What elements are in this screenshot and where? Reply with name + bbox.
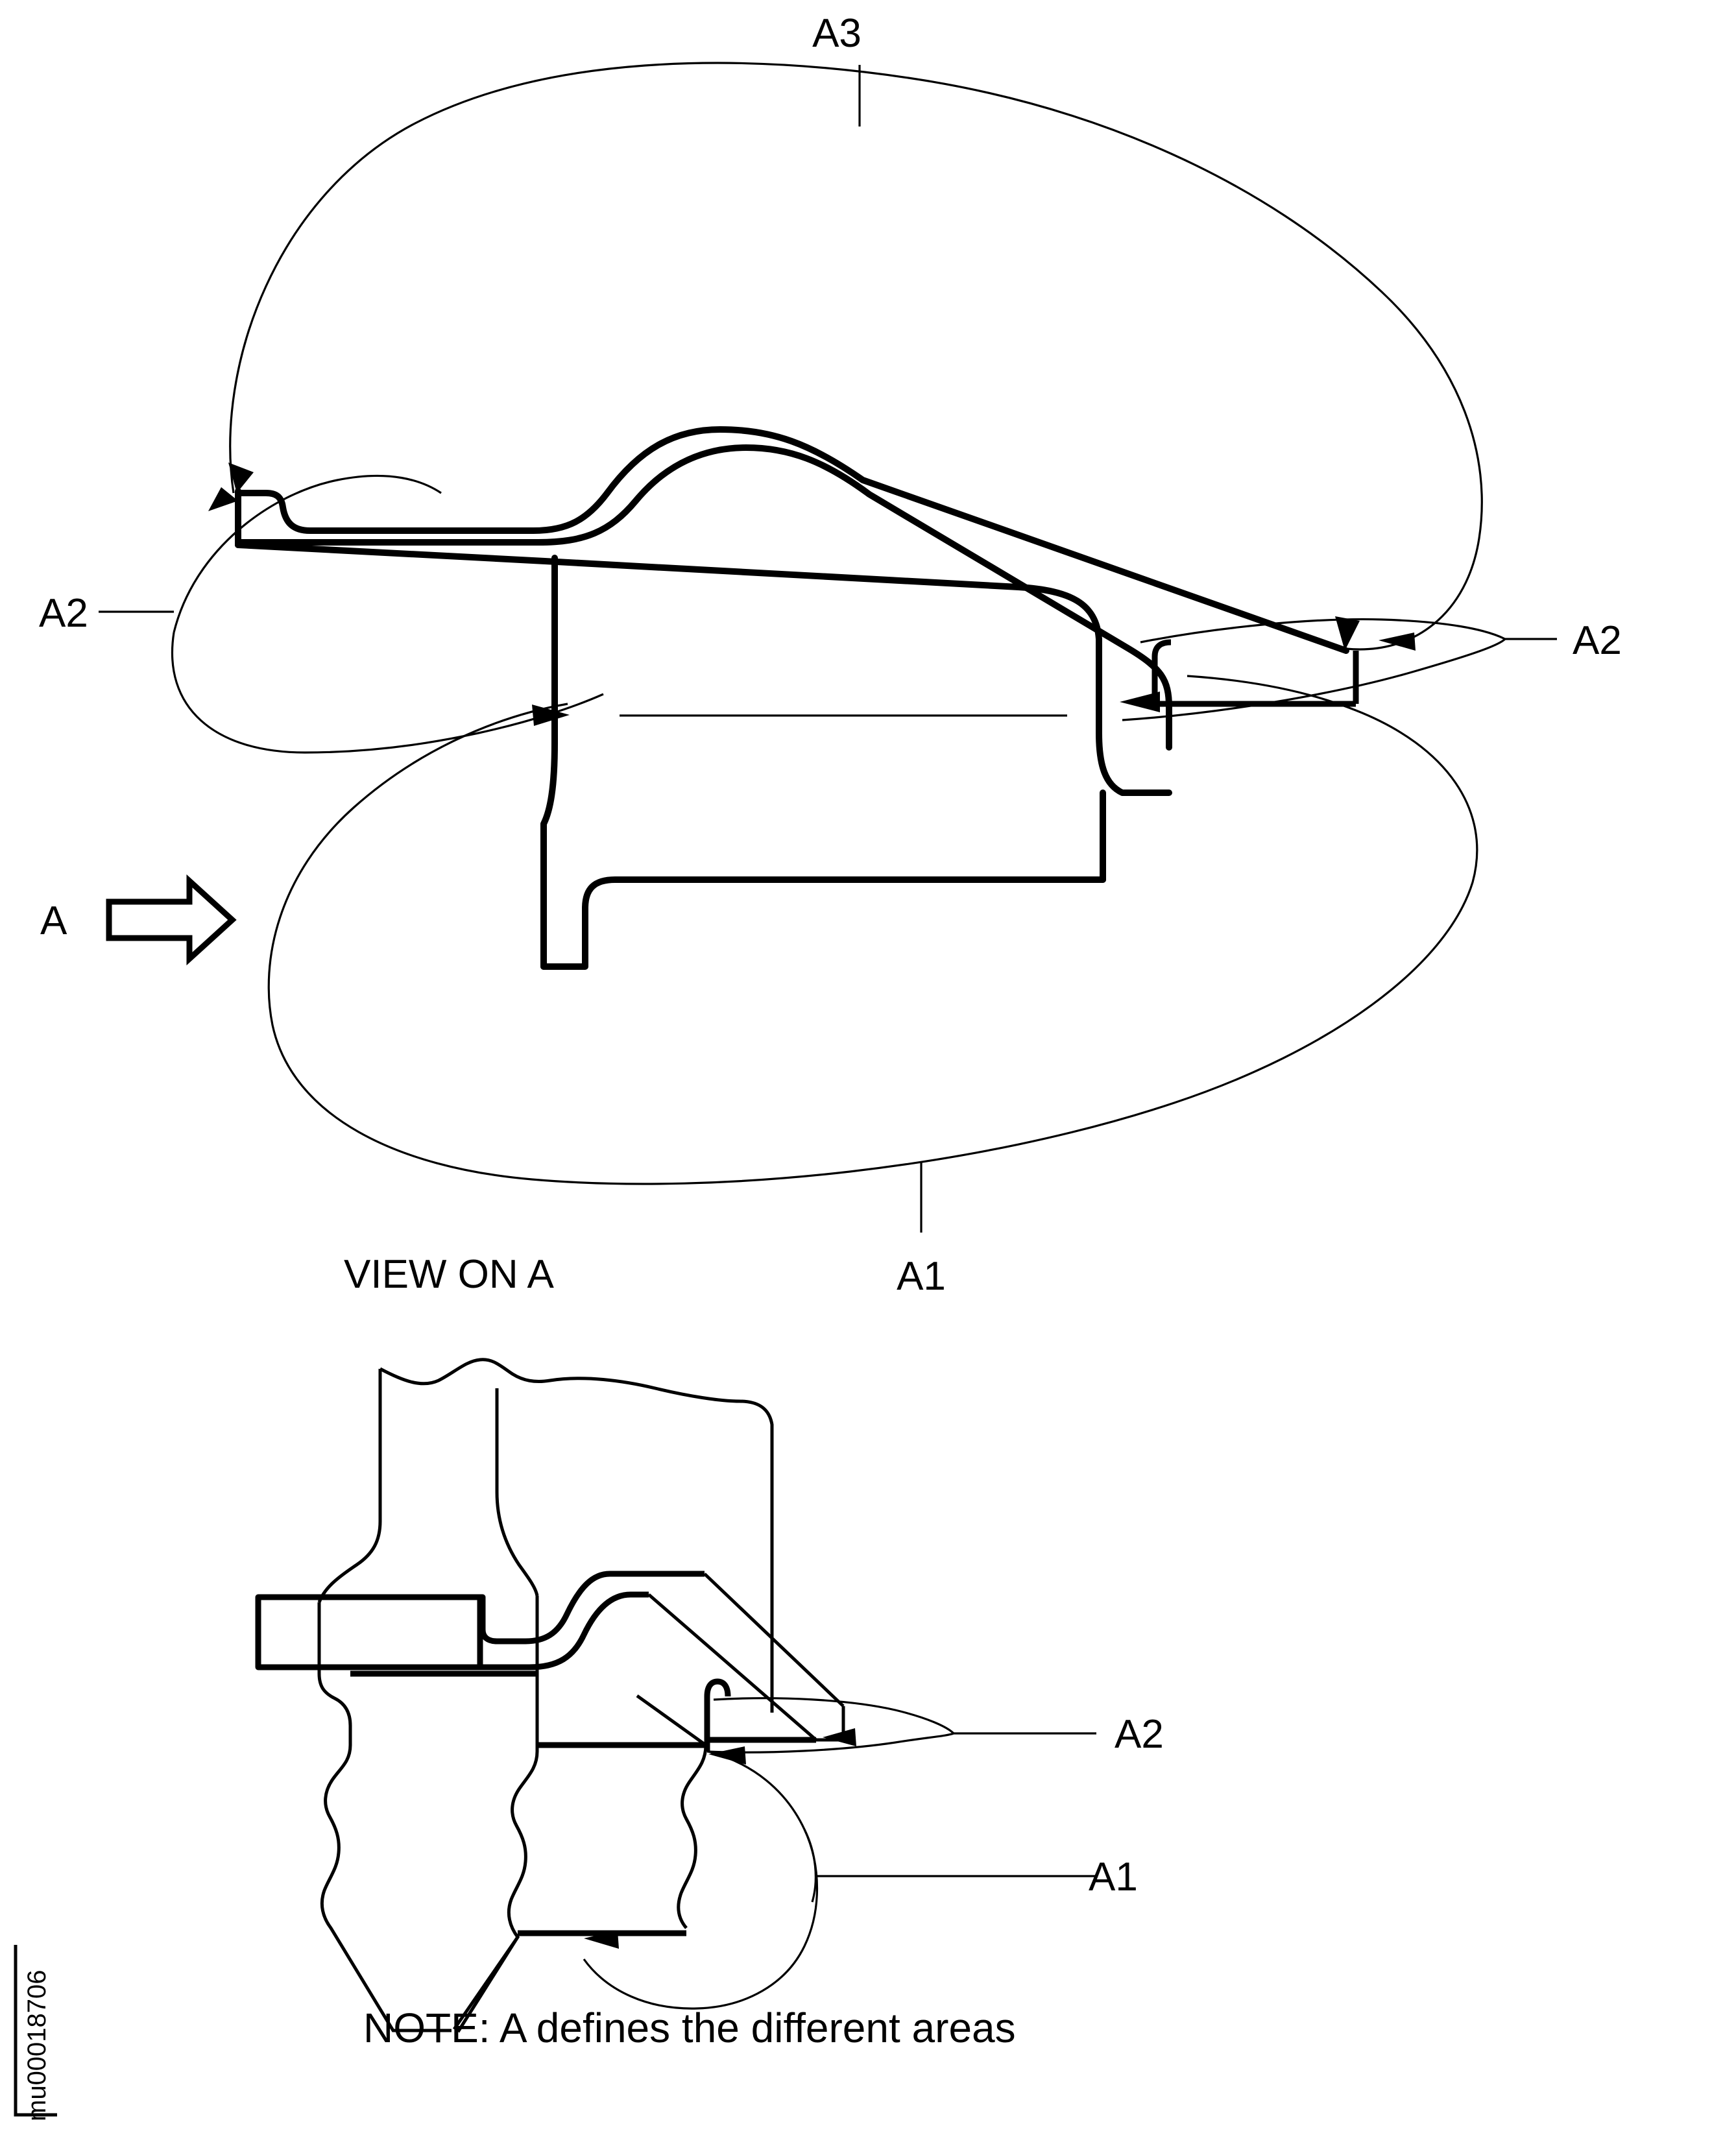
root-shoulder xyxy=(636,1694,707,1747)
blade-aerofoil-rear xyxy=(495,1388,539,1597)
balloon-a2-lower-top xyxy=(713,1697,955,1735)
balloon-a2-right xyxy=(1140,618,1506,644)
section-tip-upper xyxy=(1151,639,1356,707)
label-a3: A3 xyxy=(812,11,862,56)
label-a2-right: A2 xyxy=(1573,618,1622,663)
root-mid-profile-2 xyxy=(456,1936,520,2033)
arrowhead-a1-lower xyxy=(584,1931,619,1949)
arrowhead-a2-right xyxy=(1379,633,1416,651)
label-view-direction-a: A xyxy=(40,898,67,943)
upper-view xyxy=(99,62,1557,1233)
label-a2-lower: A2 xyxy=(1115,1712,1164,1757)
blade-shank-left xyxy=(317,1602,352,1745)
blade-platform-slab xyxy=(255,1594,483,1670)
blade-platform-bottom-right xyxy=(480,1591,649,1670)
arrowhead-a1-upper xyxy=(532,705,570,726)
blade-flange-upper xyxy=(703,1573,845,1707)
balloon-a1-lower xyxy=(583,1750,819,2010)
label-a1-lower: A1 xyxy=(1089,1855,1138,1899)
corner-bracket-mark xyxy=(14,1945,57,2117)
lower-view xyxy=(255,1358,1096,2033)
blade-platform-top-right xyxy=(479,1571,705,1645)
blade-aerofoil-left xyxy=(317,1369,382,1603)
balloon-a2-lower-bottom xyxy=(706,1732,954,1753)
root-right-profile xyxy=(677,1744,708,1929)
section-body-left xyxy=(540,555,558,970)
balloon-a3 xyxy=(229,62,1483,651)
arrowhead-a2-lower-top xyxy=(823,1728,856,1746)
arrowhead-a2-lower-bottom xyxy=(708,1746,746,1765)
label-a1-upper: A1 xyxy=(897,1254,946,1299)
arrowhead-a2-left xyxy=(208,487,238,511)
blade-neck-vertical xyxy=(704,1678,731,1752)
view-caption: VIEW ON A xyxy=(344,1252,554,1297)
section-shroud-outer xyxy=(235,426,1349,654)
root-mid-profile xyxy=(452,1751,539,2031)
balloon-a2-right-lower xyxy=(1122,638,1506,721)
label-a2-left: A2 xyxy=(39,591,88,636)
section-web-right xyxy=(1096,730,1172,796)
balloon-a2-left xyxy=(173,474,442,633)
arrowhead-a2-right-web xyxy=(1120,692,1160,712)
blade-break-line xyxy=(379,1358,774,1456)
root-left-profile xyxy=(320,1744,452,2032)
section-foot xyxy=(540,876,1106,970)
section-shroud-inner xyxy=(235,444,1172,751)
arrowhead-a3-right xyxy=(1335,616,1360,651)
figure-id-text: mu00018706 xyxy=(23,1970,51,2121)
blade-flange-lower xyxy=(647,1593,817,1741)
balloon-a1-lower-right xyxy=(803,1829,817,1903)
view-direction-arrow-icon xyxy=(106,874,237,966)
arrowhead-a3-left xyxy=(228,463,254,493)
section-platform-top xyxy=(235,542,1102,736)
note-text: NOTE: A defines the different areas xyxy=(363,2005,1016,2051)
balloon-a2-left-lower xyxy=(171,632,604,754)
balloon-a1-upper xyxy=(267,675,1478,1185)
